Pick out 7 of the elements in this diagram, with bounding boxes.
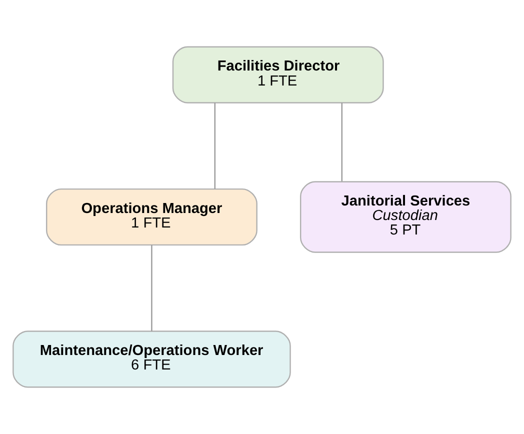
connector	[214, 102, 216, 189]
connector	[151, 245, 152, 332]
node-box: Operations Manager 1 FTE	[46, 188, 258, 246]
connector	[341, 102, 343, 182]
node-box: Maintenance/Operations Worker 6 FTE	[12, 330, 291, 388]
node-box: Facilities Director 1 FTE	[172, 46, 384, 104]
node-box: Janitorial Services Custodian 5 PT	[300, 181, 512, 253]
